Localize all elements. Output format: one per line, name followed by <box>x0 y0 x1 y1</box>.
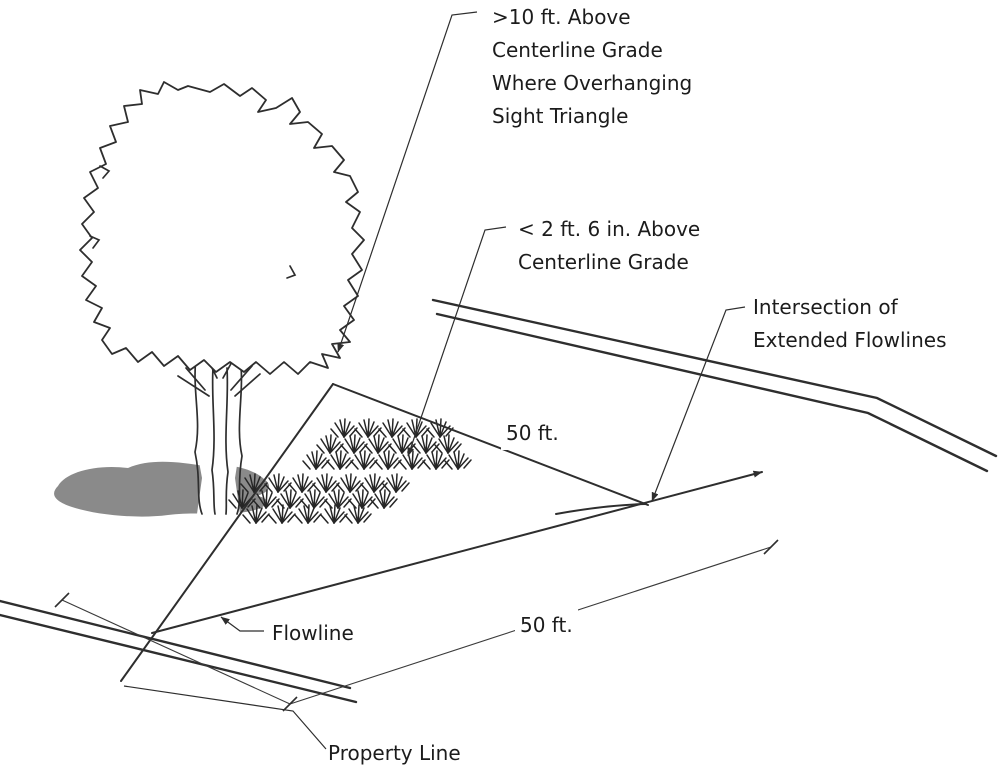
canopy-detail <box>89 235 101 249</box>
street-far-edge-lines <box>431 298 998 473</box>
property-line-leader <box>123 685 327 750</box>
canopy-detail <box>286 265 297 279</box>
clearance-leader <box>407 226 507 457</box>
property-dimension-left <box>61 599 291 705</box>
dimension-tick <box>54 592 70 608</box>
trunk-silhouette <box>194 358 242 514</box>
intersection-leader <box>651 306 746 502</box>
curb-return-curve <box>555 503 647 515</box>
extended-flowline-arrow <box>151 470 763 634</box>
upper-sight-leg <box>332 383 649 506</box>
shrub-patch <box>228 418 472 524</box>
canopy-outline <box>79 81 365 375</box>
dimension-tick <box>763 539 779 555</box>
dimension-tick <box>282 696 298 712</box>
lower-50ft-dimension-line <box>289 546 772 705</box>
leader-lines <box>123 11 746 750</box>
street-near-lower-line <box>0 613 358 704</box>
street-far-lower-line <box>435 312 989 473</box>
canopy-detail <box>99 165 111 179</box>
dimension-lines <box>54 539 779 712</box>
overhang-leader <box>337 11 478 353</box>
street-near-upper-line <box>0 599 352 690</box>
tree-canopy <box>79 81 365 375</box>
street-near-edge-lines <box>0 599 358 704</box>
street-far-upper-line <box>431 298 998 458</box>
flowline-leader <box>220 616 264 632</box>
